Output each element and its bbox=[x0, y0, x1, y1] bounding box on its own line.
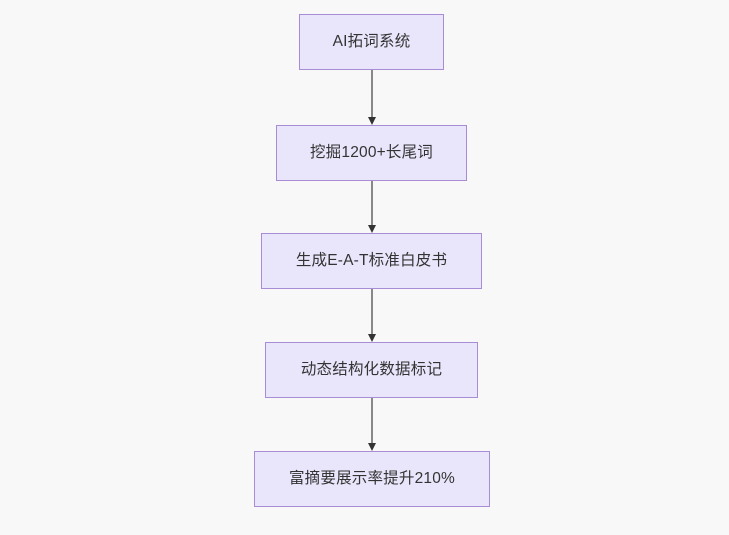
flow-node-generate-eat-whitepaper[interactable]: 生成E-A-T标准白皮书 bbox=[261, 233, 482, 289]
flow-edge-line bbox=[371, 398, 373, 443]
flow-node-label: AI拓词系统 bbox=[332, 33, 411, 51]
arrow-head-icon bbox=[368, 443, 376, 451]
flow-node-label: 富摘要展示率提升210% bbox=[288, 470, 456, 488]
flow-node-ai-keyword-system[interactable]: AI拓词系统 bbox=[299, 14, 444, 70]
flow-node-rich-snippet-impression-lift[interactable]: 富摘要展示率提升210% bbox=[254, 451, 490, 507]
flow-node-label: 生成E-A-T标准白皮书 bbox=[295, 252, 448, 270]
arrow-head-icon bbox=[368, 334, 376, 342]
flow-node-dynamic-structured-data-markup[interactable]: 动态结构化数据标记 bbox=[265, 342, 478, 398]
arrow-head-icon bbox=[368, 117, 376, 125]
flow-node-label: 动态结构化数据标记 bbox=[300, 361, 443, 379]
flow-node-label: 挖掘1200+长尾词 bbox=[309, 144, 434, 162]
flow-node-mine-longtail-keywords[interactable]: 挖掘1200+长尾词 bbox=[276, 125, 467, 181]
flow-edge-line bbox=[371, 181, 373, 225]
flow-edge-line bbox=[371, 70, 373, 117]
flow-edge-line bbox=[371, 289, 373, 334]
arrow-head-icon bbox=[368, 225, 376, 233]
